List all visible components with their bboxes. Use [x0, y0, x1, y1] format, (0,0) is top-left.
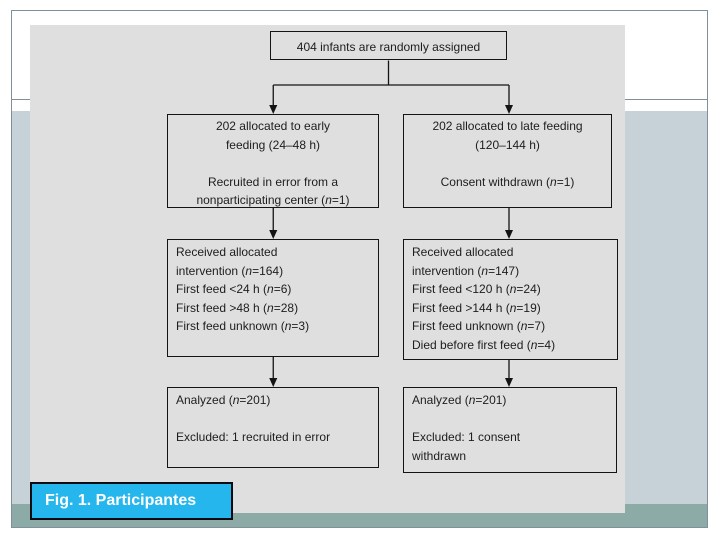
text-line	[168, 154, 378, 173]
text-line: 404 infants are randomly assigned	[296, 40, 481, 54]
text-line: nonparticipating center (n=1)	[196, 193, 350, 207]
arrow-down-icon	[269, 105, 278, 114]
text-line: Consent withdrawn (n=1)	[440, 174, 575, 189]
slide: 404 infants are randomly assigned 202 al…	[11, 10, 708, 528]
text-line: intervention (n=164)	[176, 263, 284, 278]
early-analyzed-box: Analyzed (n=201) Excluded: 1 recruited i…	[167, 387, 379, 468]
connector-lines	[272, 60, 510, 379]
text-line: First feed >48 h (n=28)	[176, 300, 299, 315]
text-line: withdrawn	[412, 448, 467, 463]
text-line	[176, 410, 372, 429]
arrow-down-icon	[269, 378, 278, 387]
text-line: Died before first feed (n=4)	[412, 337, 556, 352]
text-line: Analyzed (n=201)	[176, 393, 271, 407]
figure-image: 404 infants are randomly assigned 202 al…	[30, 25, 625, 513]
assigned-box: 404 infants are randomly assigned	[270, 31, 507, 60]
text-line: Analyzed (n=201)	[412, 393, 507, 407]
arrow-down-icon	[505, 378, 513, 387]
text-line: 202 allocated to early	[215, 119, 331, 133]
late-analyzed-box: Analyzed (n=201) Excluded: 1 consent with…	[403, 387, 617, 473]
late-allocation-box: 202 allocated to late feeding (120–144 h)…	[403, 114, 612, 208]
text-line: 202 allocated to late feeding	[432, 119, 583, 133]
late-received-box: Received allocated intervention (n=147) Fi…	[403, 239, 618, 360]
text-line: Received allocated	[412, 245, 514, 259]
text-line: Excluded: 1 consent	[412, 430, 521, 444]
text-line: First feed unknown (n=7)	[412, 319, 546, 333]
text-line: First feed <24 h (n=6)	[176, 282, 292, 296]
early-received-box: Received allocated intervention (n=164) Fi…	[167, 239, 379, 357]
arrow-down-icon	[269, 230, 278, 239]
arrow-down-icon	[505, 230, 513, 239]
text-line: First feed <120 h (n=24)	[412, 282, 541, 296]
text-line: feeding (24–48 h)	[225, 137, 321, 152]
text-line	[412, 410, 610, 429]
text-line: (120–144 h)	[475, 137, 540, 152]
text-line: Excluded: 1 recruited in error	[176, 430, 331, 444]
text-line: Recruited in error from a	[207, 174, 339, 189]
arrow-down-icon	[505, 105, 513, 114]
text-line: Received allocated	[176, 245, 278, 259]
figure-caption: Fig. 1. Participantes	[30, 482, 233, 520]
text-line: First feed >144 h (n=19)	[412, 300, 541, 315]
text-line: intervention (n=147)	[412, 263, 520, 278]
text-line	[404, 154, 611, 173]
flow-connectors	[269, 60, 513, 387]
text-line: First feed unknown (n=3)	[176, 319, 310, 333]
